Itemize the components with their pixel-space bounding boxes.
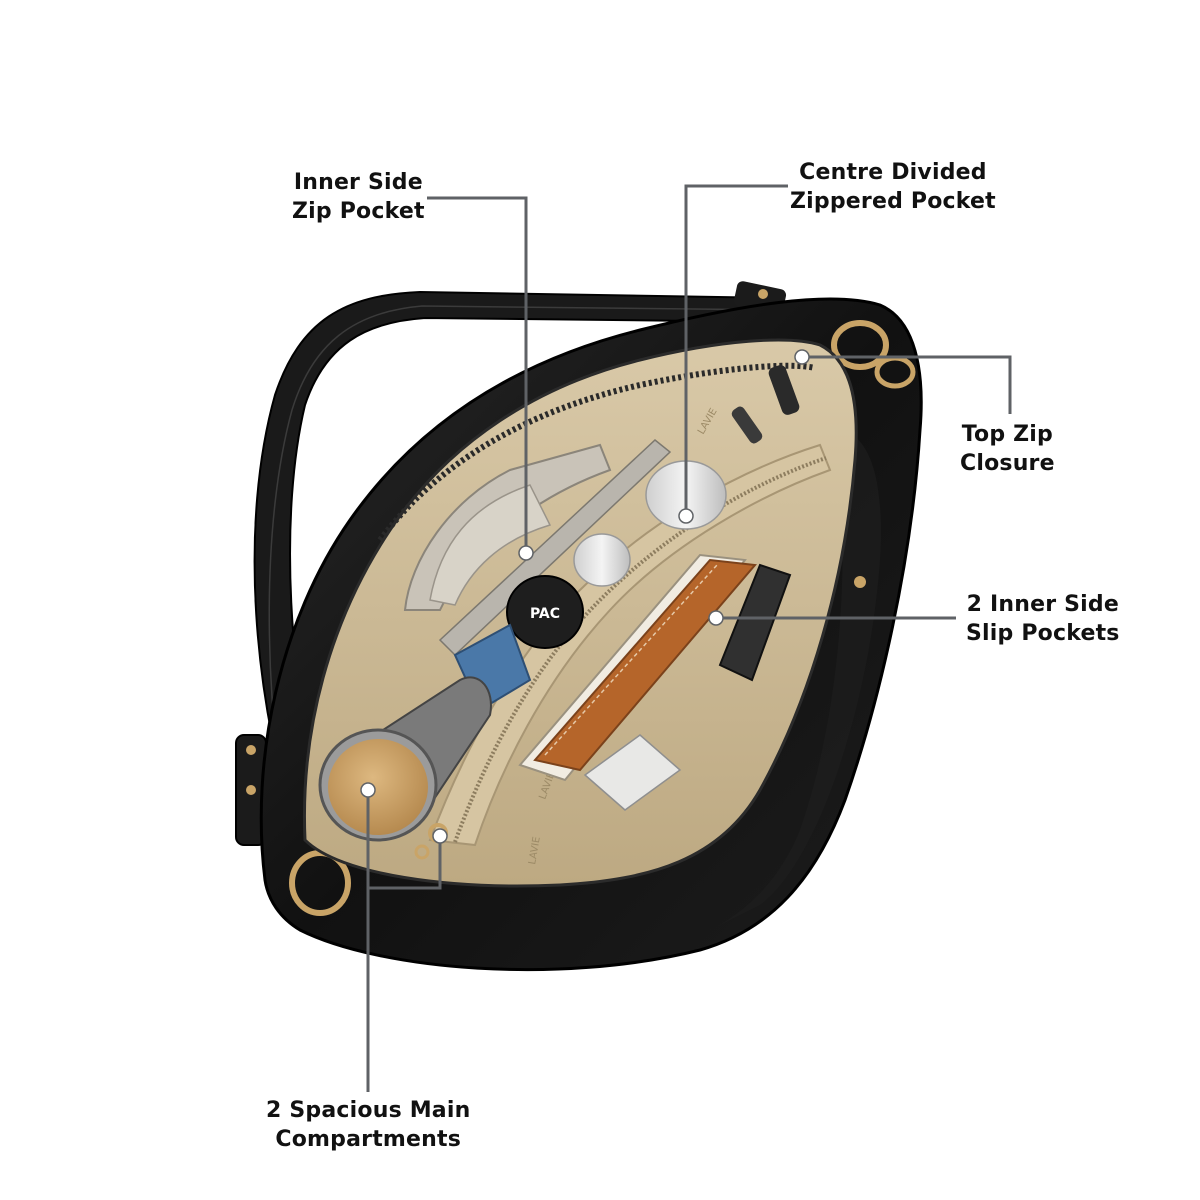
callout-centre-divided-zippered-pocket: Centre Divided Zippered Pocket — [790, 158, 996, 216]
callout-dot — [360, 782, 376, 798]
leader-line-centre-divided — [684, 184, 788, 515]
callout-line: 2 Spacious Main — [266, 1098, 471, 1123]
callout-inner-side-zip-pocket: Inner Side Zip Pocket — [292, 168, 425, 226]
callout-line: Inner Side — [293, 170, 423, 195]
callout-line: 2 Inner Side — [966, 592, 1119, 617]
callout-dot — [432, 828, 448, 844]
callout-inner-side-slip-pockets: 2 Inner Side Slip Pockets — [966, 590, 1120, 648]
lining-print: LAVIE — [527, 836, 543, 866]
callout-spacious-main-compartments: 2 Spacious Main Compartments — [266, 1096, 470, 1154]
leader-line-top-zip — [802, 355, 1012, 414]
callout-leaders — [366, 184, 1012, 1092]
callout-line: Slip Pockets — [966, 621, 1120, 646]
callout-dots — [360, 349, 810, 844]
callout-line: Zip Pocket — [292, 199, 425, 224]
callout-line: Compartments — [275, 1127, 462, 1152]
callout-line: Zippered Pocket — [790, 189, 996, 214]
callout-top-zip-closure: Top Zip Closure — [960, 420, 1055, 478]
callout-dot — [678, 508, 694, 524]
bottle-logo: PAC — [530, 606, 560, 622]
callout-line: Centre Divided — [799, 160, 987, 185]
leader-line-main-compartments-branch — [368, 838, 442, 890]
callout-dot — [708, 610, 724, 626]
callout-line: Top Zip — [961, 422, 1053, 447]
callout-dot — [794, 349, 810, 365]
leader-line-inner-side-zip — [427, 196, 528, 552]
callout-line: Closure — [960, 451, 1055, 476]
callout-dot — [518, 545, 534, 561]
bag-contents: PAC — [318, 439, 792, 860]
